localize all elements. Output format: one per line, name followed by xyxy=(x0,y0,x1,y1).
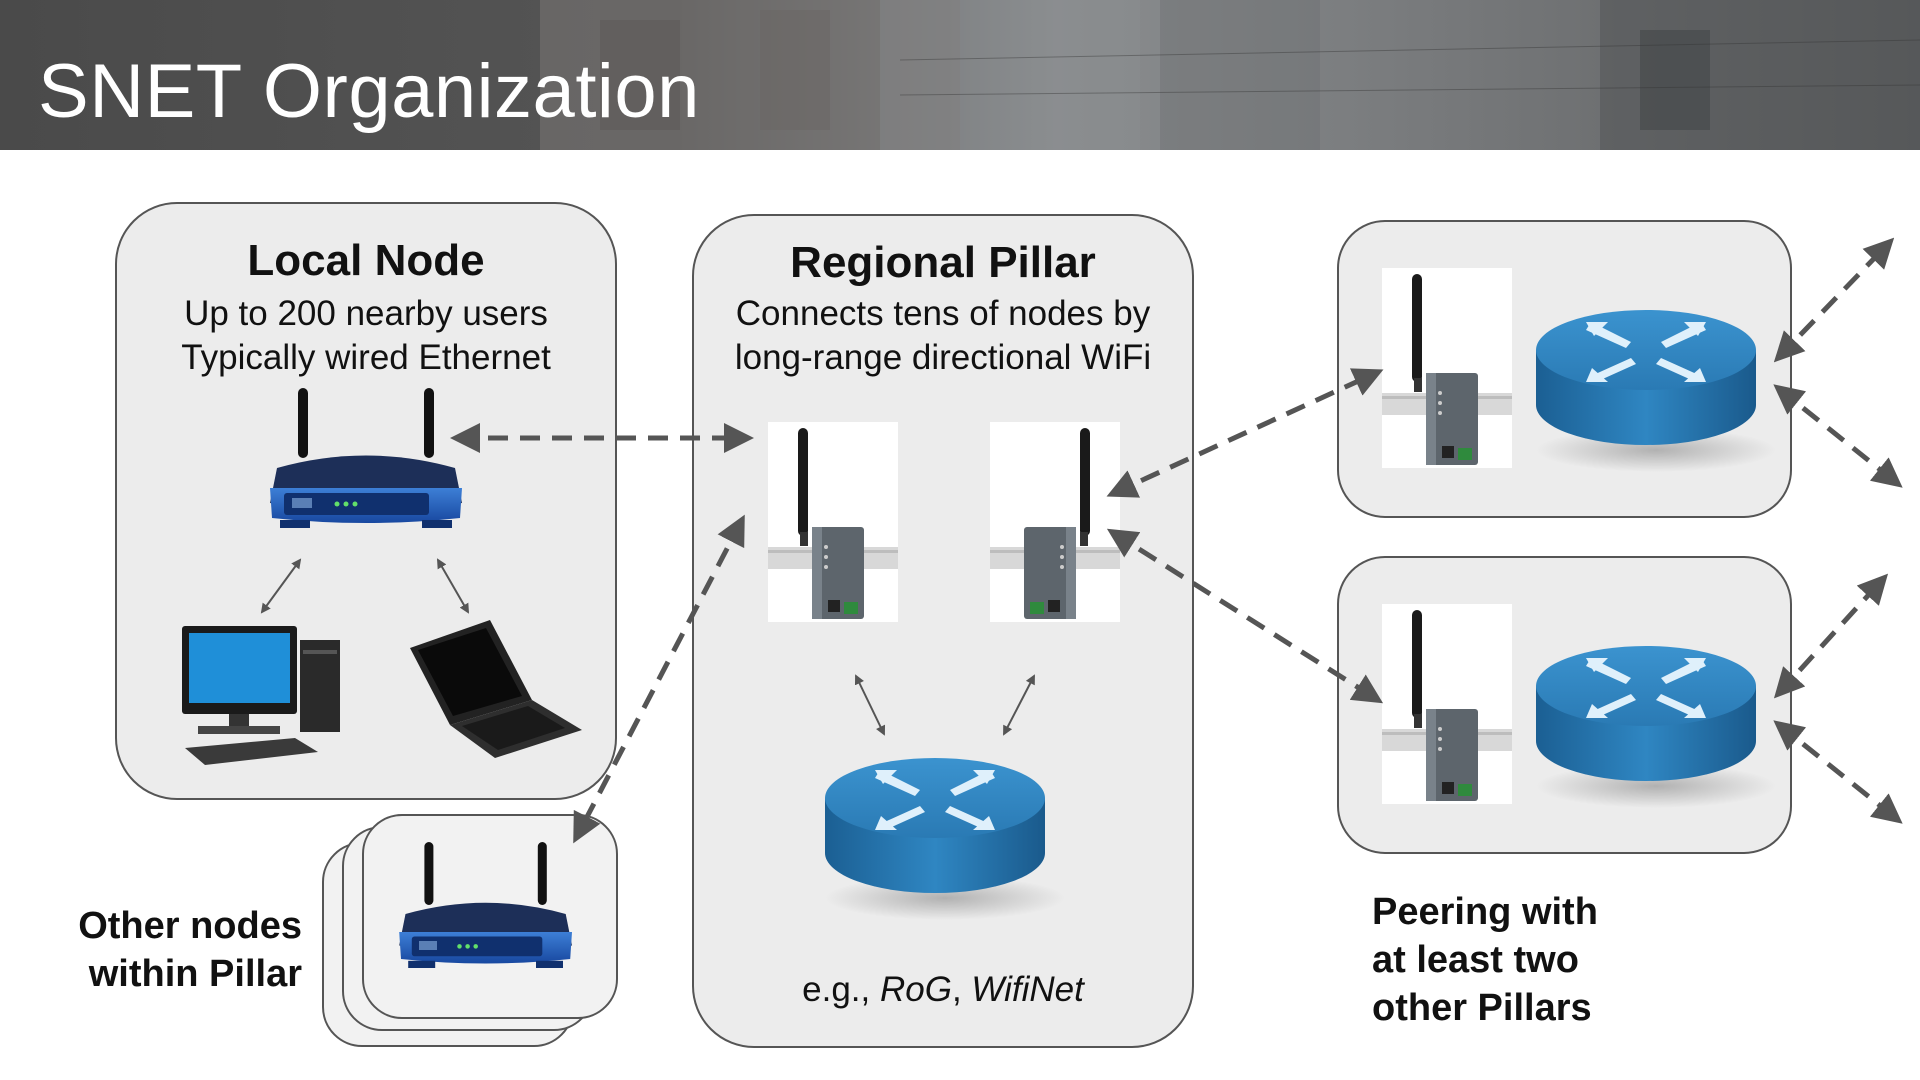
wifi-router-icon xyxy=(270,388,462,528)
regional-pillar-example: e.g., RoG, WifiNet xyxy=(694,968,1192,1012)
pillar-radio-left-icon xyxy=(768,422,898,622)
regional-pillar-line2: long-range directional WiFi xyxy=(734,338,1152,377)
header-banner: SNET Organization xyxy=(0,0,1920,150)
local-node-line1: Up to 200 nearby users xyxy=(184,294,548,333)
peering-label: Peering with at least two other Pillars xyxy=(1372,888,1598,1032)
regional-pillar-line1: Connects tens of nodes by xyxy=(735,294,1151,333)
peering-line2: at least two xyxy=(1372,939,1579,981)
peer-bottom-core-router-icon xyxy=(1536,646,1776,808)
regional-pillar-title: Regional Pillar xyxy=(790,238,1096,287)
example-prefix: e.g., xyxy=(802,970,880,1009)
example-wifinet: WifiNet xyxy=(971,970,1084,1009)
peer-bottom-out-link-2 xyxy=(1773,720,1903,824)
peering-line1: Peering with xyxy=(1372,891,1598,933)
router-desktop-link xyxy=(260,558,302,614)
pillar-core-router-icon xyxy=(825,758,1065,920)
local-node-line2: Typically wired Ethernet xyxy=(181,338,551,377)
other-nodes-label: Other nodes within Pillar xyxy=(60,902,302,998)
pillar-to-peer-top-link xyxy=(1106,368,1384,498)
peer-top-out-link-2 xyxy=(1773,384,1903,488)
other-nodes-line1: Other nodes xyxy=(78,905,302,947)
local-node-title: Local Node xyxy=(247,236,485,285)
radio-core-link-right xyxy=(1003,674,1035,736)
pillar-radio-right-icon xyxy=(990,422,1120,622)
other-nodes-line2: within Pillar xyxy=(88,953,302,995)
example-rog: RoG xyxy=(879,970,952,1009)
other-node-router-icon xyxy=(399,842,572,968)
laptop-icon xyxy=(410,620,582,758)
peering-line3: other Pillars xyxy=(1372,987,1592,1029)
pillar-to-peer-bottom-link xyxy=(1106,528,1384,704)
building-photo-background xyxy=(540,0,1920,150)
peer-top-core-router-icon xyxy=(1536,310,1776,472)
router-laptop-link xyxy=(437,558,469,614)
peer-top-radio-icon xyxy=(1382,268,1512,468)
peer-bottom-radio-icon xyxy=(1382,604,1512,804)
page-title: SNET Organization xyxy=(38,49,700,134)
example-separator: , xyxy=(951,970,972,1009)
desktop-computer-icon xyxy=(182,626,340,765)
radio-core-link-left xyxy=(854,674,886,736)
peer-top-out-link-1 xyxy=(1773,237,1895,363)
peer-bottom-out-link-1 xyxy=(1773,573,1889,699)
pillar-to-other-node-link xyxy=(573,514,745,844)
